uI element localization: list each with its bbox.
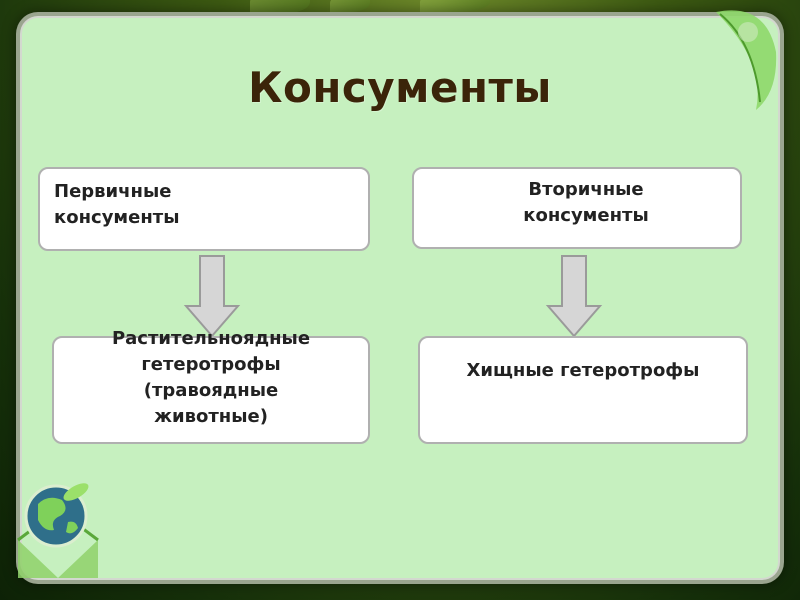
- down-arrow-icon: [183, 255, 241, 338]
- predators-label: Хищные гетеротрофы: [466, 360, 700, 381]
- slide-title: Консументы: [248, 63, 552, 112]
- herbivores-box: Растительноядные гетеротрофы (травоядные…: [52, 328, 370, 444]
- primary-consumers-label: Первичные консументы: [54, 181, 180, 229]
- background-leaf: [420, 0, 490, 12]
- background-leaf: [250, 0, 310, 14]
- background-leaf: [330, 0, 370, 12]
- secondary-consumers-box: Вторичные консументы: [412, 167, 742, 249]
- primary-consumers-box: Первичные консументы: [38, 167, 370, 251]
- predators-box: Хищные гетеротрофы: [418, 336, 748, 444]
- globe-icon: [17, 483, 99, 578]
- herbivores-label: Растительноядные гетеротрофы (травоядные…: [111, 328, 311, 428]
- down-arrow-icon: [545, 255, 603, 338]
- secondary-consumers-label: Вторичные консументы: [523, 179, 649, 227]
- leaf-icon: [716, 10, 777, 110]
- slide-panel: Консументы Первичные консументы Вторичны…: [22, 18, 778, 578]
